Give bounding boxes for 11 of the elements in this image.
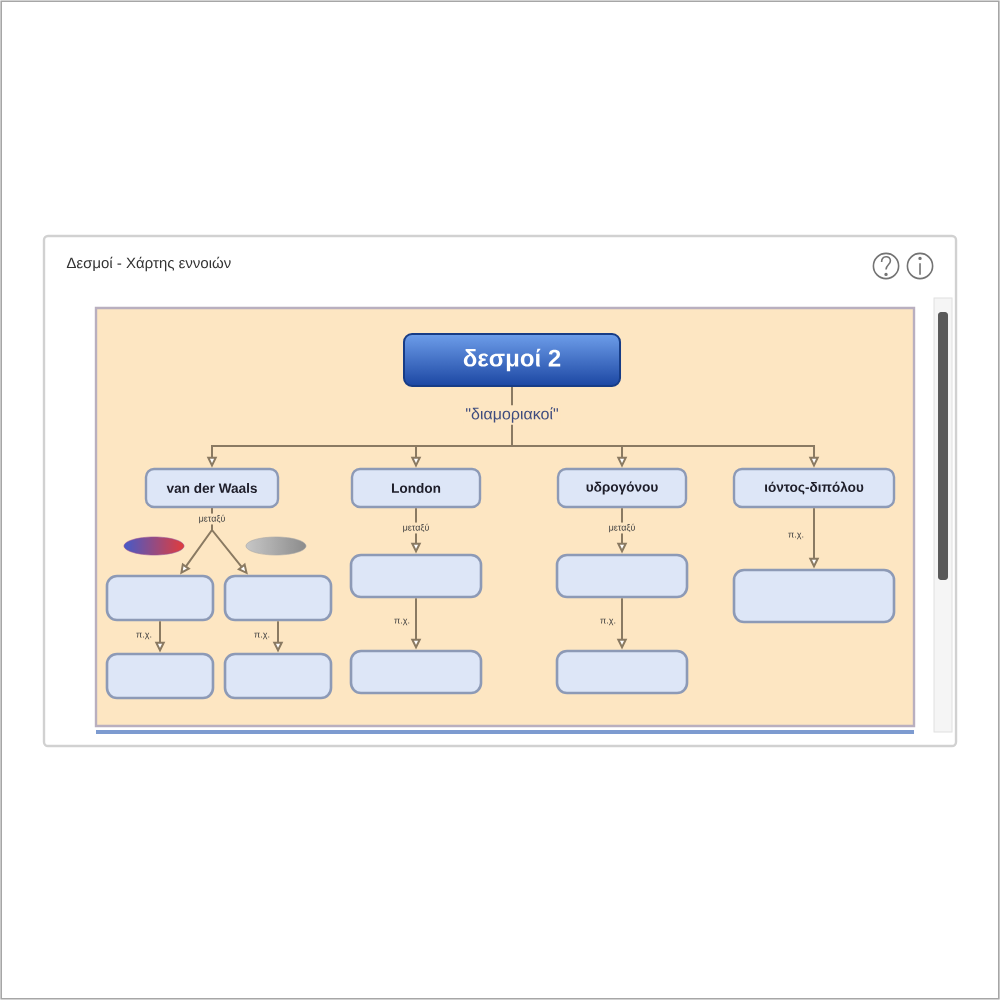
relation-label: "διαμοριακοί" <box>463 405 561 425</box>
concept-box: δεσμοί 2 <box>403 333 621 387</box>
empty-box <box>223 652 333 700</box>
empty-box <box>349 553 483 599</box>
empty-box <box>555 649 689 695</box>
empty-box <box>105 652 215 700</box>
empty-box <box>349 649 483 695</box>
empty-box <box>555 553 689 599</box>
empty-box <box>223 574 333 622</box>
empty-box <box>732 568 896 624</box>
empty-box <box>105 574 215 622</box>
